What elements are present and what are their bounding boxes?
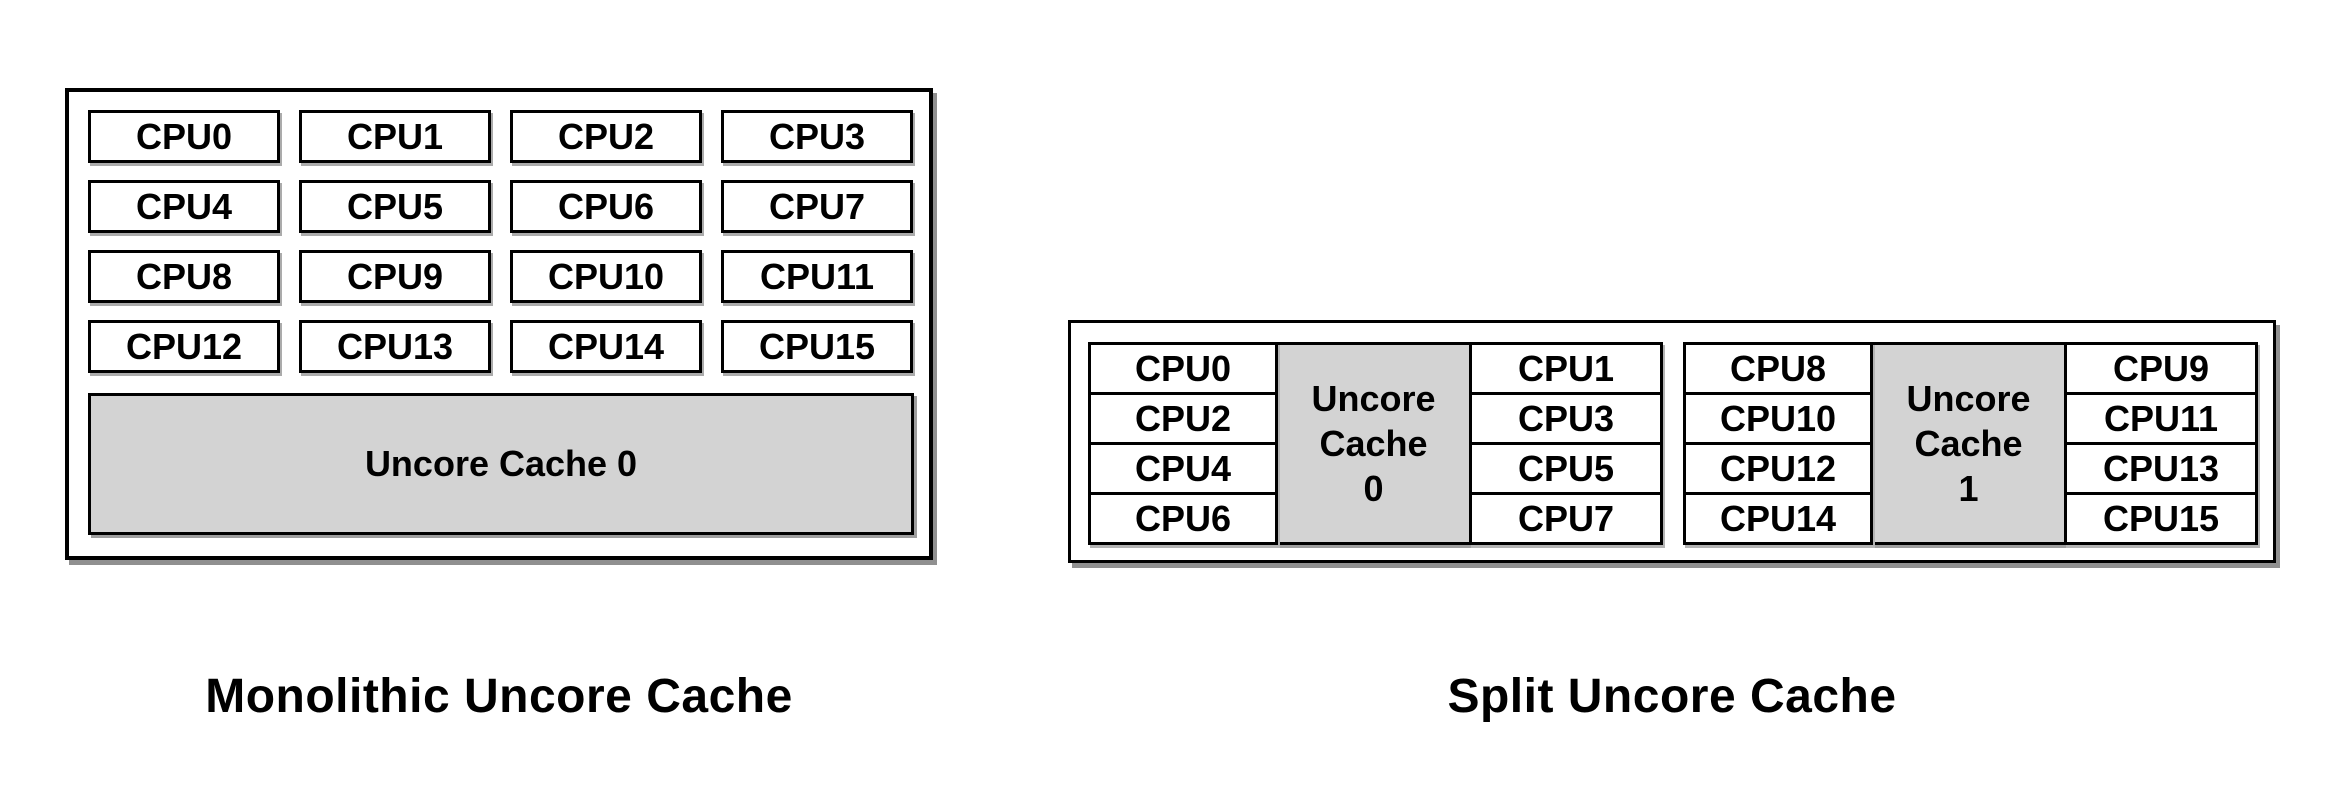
cpu-cell: CPU0 — [1088, 342, 1278, 395]
cpu-box: CPU13 — [299, 320, 491, 373]
uncore-label-line: Uncore — [1906, 378, 2031, 419]
cpu-box: CPU6 — [510, 180, 702, 233]
cpu-cell: CPU4 — [1088, 442, 1278, 495]
cpu-cell: CPU8 — [1683, 342, 1873, 395]
cpu-box: CPU11 — [721, 250, 913, 303]
split-cluster-1: CPU8 CPU10 CPU12 CPU14 Uncore Cache 1 CP… — [1683, 342, 2258, 545]
cpu-cell: CPU3 — [1469, 392, 1663, 445]
cpu-cell: CPU9 — [2064, 342, 2258, 395]
cpu-cell: CPU13 — [2064, 442, 2258, 495]
cpu-box: CPU15 — [721, 320, 913, 373]
uncore-cache-0-box: Uncore Cache 0 — [88, 393, 914, 535]
split-diagram-frame: CPU0 CPU2 CPU4 CPU6 Uncore Cache 0 CPU1 … — [1068, 320, 2276, 563]
cpu-cell: CPU1 — [1469, 342, 1663, 395]
cpu-cell: CPU5 — [1469, 442, 1663, 495]
uncore-label-line: 1 — [1958, 468, 1979, 509]
uncore-cache-0-split-box: Uncore Cache 0 — [1275, 342, 1472, 545]
cpu-cell: CPU2 — [1088, 392, 1278, 445]
monolithic-diagram-frame: CPU0 CPU1 CPU2 CPU3 CPU4 CPU5 CPU6 CPU7 … — [65, 88, 933, 560]
cpu-box: CPU10 — [510, 250, 702, 303]
cluster-1-right-column: CPU9 CPU11 CPU13 CPU15 — [2064, 342, 2258, 545]
monolithic-cpu-grid: CPU0 CPU1 CPU2 CPU3 CPU4 CPU5 CPU6 CPU7 … — [88, 110, 913, 373]
cpu-box: CPU3 — [721, 110, 913, 163]
cpu-cell: CPU11 — [2064, 392, 2258, 445]
cpu-box: CPU12 — [88, 320, 280, 373]
cpu-box: CPU14 — [510, 320, 702, 373]
cpu-box: CPU8 — [88, 250, 280, 303]
cpu-cell: CPU15 — [2064, 492, 2258, 545]
cpu-box: CPU2 — [510, 110, 702, 163]
cpu-box: CPU5 — [299, 180, 491, 233]
split-cluster-0: CPU0 CPU2 CPU4 CPU6 Uncore Cache 0 CPU1 … — [1088, 342, 1663, 545]
uncore-label-line: Cache — [1914, 423, 2023, 464]
uncore-label-line: Cache — [1319, 423, 1428, 464]
cpu-box: CPU9 — [299, 250, 491, 303]
split-caption: Split Uncore Cache — [1447, 670, 1897, 723]
cpu-cell: CPU14 — [1683, 492, 1873, 545]
cpu-box: CPU0 — [88, 110, 280, 163]
uncore-label-line: Uncore — [1311, 378, 1436, 419]
cpu-cell: CPU7 — [1469, 492, 1663, 545]
cpu-box: CPU7 — [721, 180, 913, 233]
cluster-0-left-column: CPU0 CPU2 CPU4 CPU6 — [1088, 342, 1278, 545]
cpu-cell: CPU6 — [1088, 492, 1278, 545]
uncore-cache-1-split-box: Uncore Cache 1 — [1870, 342, 2067, 545]
uncore-label-line: 0 — [1363, 468, 1384, 509]
cluster-0-right-column: CPU1 CPU3 CPU5 CPU7 — [1469, 342, 1663, 545]
cpu-box: CPU4 — [88, 180, 280, 233]
cpu-box: CPU1 — [299, 110, 491, 163]
cpu-cell: CPU10 — [1683, 392, 1873, 445]
cluster-1-left-column: CPU8 CPU10 CPU12 CPU14 — [1683, 342, 1873, 545]
monolithic-caption: Monolithic Uncore Cache — [205, 670, 793, 723]
cpu-cell: CPU12 — [1683, 442, 1873, 495]
